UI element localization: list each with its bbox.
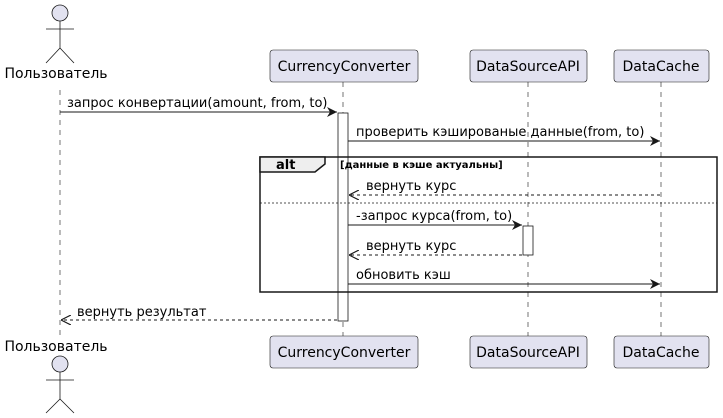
actor-user-bottom (45, 355, 75, 414)
message-label-3: вернуть курс (366, 179, 456, 194)
message-label-2: проверить кэшированые данные(from, to) (356, 125, 644, 140)
participant-cache-bottom: DataCache (613, 335, 710, 369)
actor-head-icon (51, 355, 69, 373)
actor-head-icon (51, 4, 69, 22)
message-label-6: обновить кэш (356, 268, 451, 283)
participant-converter-bottom: CurrencyConverter (269, 335, 419, 369)
participant-api-top: DataSourceAPI (469, 49, 588, 83)
participant-converter-label: CurrencyConverter (278, 345, 411, 361)
participant-user-label-bottom: Пользователь (4, 339, 107, 355)
participant-converter-label: CurrencyConverter (278, 59, 411, 75)
participant-api-label: DataSourceAPI (476, 345, 580, 361)
message-label-5: вернуть курс (366, 239, 456, 254)
activation-api (522, 225, 534, 256)
participant-cache-label: DataCache (623, 345, 700, 361)
message-label-4: -запрос курса(from, to) (356, 209, 512, 224)
activation-converter (337, 112, 349, 322)
message-label-7: вернуть результат (77, 305, 207, 320)
alt-label-tab (259, 156, 326, 173)
alt-guard: [данные в кэше актуальны] (340, 160, 503, 171)
message-label-1: запрос конвертации(amount, from, to) (67, 96, 328, 111)
participant-cache-label: DataCache (623, 59, 700, 75)
participant-api-bottom: DataSourceAPI (469, 335, 588, 369)
actor-user-top (45, 4, 75, 64)
participant-user-label-top: Пользователь (4, 66, 107, 82)
alt-keyword: alt (276, 158, 295, 173)
alt-fragment: alt [данные в кэше актуальны] (259, 156, 718, 293)
participant-cache-top: DataCache (613, 49, 710, 83)
participant-api-label: DataSourceAPI (476, 59, 580, 75)
participant-converter-top: CurrencyConverter (269, 49, 419, 83)
